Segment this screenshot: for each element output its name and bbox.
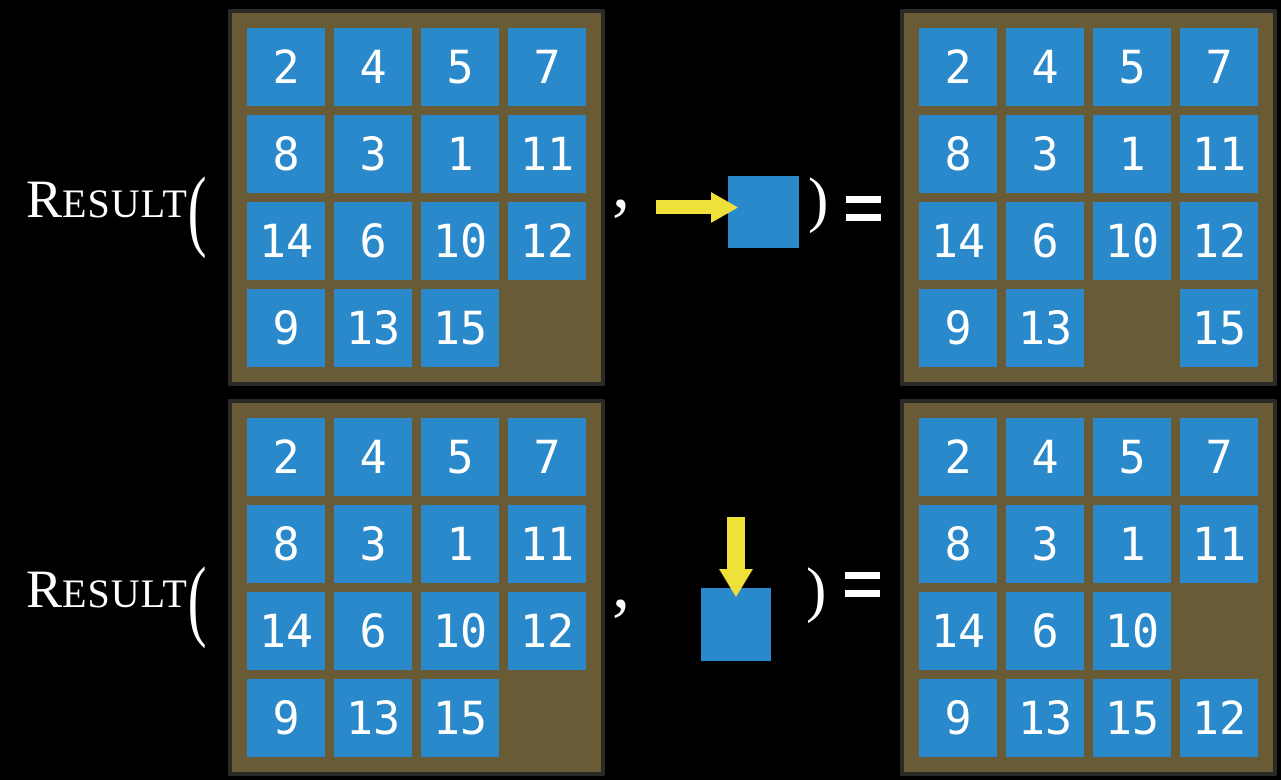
empty-cell: [508, 679, 586, 757]
action-blank-tile-bottom: [701, 588, 771, 661]
tile-3: 3: [1006, 115, 1084, 193]
equals-sign: =: [846, 196, 881, 221]
comma: ,: [612, 143, 630, 223]
tile-6: 6: [1006, 202, 1084, 280]
tile-13: 13: [334, 289, 412, 367]
tile-15: 15: [421, 679, 499, 757]
tile-13: 13: [1006, 289, 1084, 367]
tile-7: 7: [508, 418, 586, 496]
equals-bar: [845, 572, 880, 579]
result-function-label: RESULT(: [26, 165, 206, 255]
function-name-smallcaps: ESULT: [62, 181, 188, 226]
tile-9: 9: [919, 679, 997, 757]
equals-bar: [846, 214, 881, 221]
function-name-capital: R: [26, 169, 63, 229]
tile-14: 14: [247, 592, 325, 670]
comma: ,: [612, 543, 630, 623]
tile-13: 13: [1006, 679, 1084, 757]
tile-15: 15: [1180, 289, 1258, 367]
open-paren: (: [187, 550, 207, 650]
equals-sign: =: [845, 572, 880, 597]
tile-11: 11: [1180, 505, 1258, 583]
tile-3: 3: [334, 115, 412, 193]
tile-2: 2: [919, 28, 997, 106]
result-function-label: RESULT(: [26, 555, 206, 645]
tile-9: 9: [247, 679, 325, 757]
tile-12: 12: [1180, 679, 1258, 757]
tile-4: 4: [334, 418, 412, 496]
tile-1: 1: [421, 505, 499, 583]
close-paren: ): [808, 167, 829, 234]
action-blank-tile-top: [728, 176, 799, 248]
function-name-smallcaps: ESULT: [62, 571, 188, 616]
open-paren: (: [187, 160, 207, 260]
tile-10: 10: [1093, 592, 1171, 670]
tile-12: 12: [1180, 202, 1258, 280]
tile-7: 7: [508, 28, 586, 106]
tile-3: 3: [1006, 505, 1084, 583]
tile-14: 14: [919, 202, 997, 280]
tile-15: 15: [1093, 679, 1171, 757]
tile-12: 12: [508, 202, 586, 280]
tile-4: 4: [334, 28, 412, 106]
close-paren: ): [806, 557, 827, 624]
tile-4: 4: [1006, 418, 1084, 496]
tile-9: 9: [919, 289, 997, 367]
right-arrow-icon: [656, 192, 738, 223]
tile-3: 3: [334, 505, 412, 583]
tile-11: 11: [508, 115, 586, 193]
tile-8: 8: [919, 115, 997, 193]
tile-11: 11: [1180, 115, 1258, 193]
tile-10: 10: [1093, 202, 1171, 280]
tile-5: 5: [421, 418, 499, 496]
tile-5: 5: [1093, 418, 1171, 496]
tile-5: 5: [421, 28, 499, 106]
tile-11: 11: [508, 505, 586, 583]
tile-1: 1: [421, 115, 499, 193]
function-name-capital: R: [26, 559, 63, 619]
tile-7: 7: [1180, 418, 1258, 496]
tile-13: 13: [334, 679, 412, 757]
tile-8: 8: [247, 115, 325, 193]
down-arrow-icon: [719, 517, 753, 597]
tile-1: 1: [1093, 505, 1171, 583]
tile-6: 6: [334, 202, 412, 280]
tile-5: 5: [1093, 28, 1171, 106]
tile-2: 2: [247, 418, 325, 496]
tile-10: 10: [421, 592, 499, 670]
tile-12: 12: [508, 592, 586, 670]
tile-2: 2: [247, 28, 325, 106]
tile-1: 1: [1093, 115, 1171, 193]
tile-7: 7: [1180, 28, 1258, 106]
tile-6: 6: [1006, 592, 1084, 670]
tile-8: 8: [919, 505, 997, 583]
tile-8: 8: [247, 505, 325, 583]
tile-10: 10: [421, 202, 499, 280]
tile-9: 9: [247, 289, 325, 367]
empty-cell: [508, 289, 586, 367]
equals-bar: [846, 196, 881, 203]
tile-14: 14: [919, 592, 997, 670]
tile-6: 6: [334, 592, 412, 670]
tile-4: 4: [1006, 28, 1084, 106]
empty-cell: [1180, 592, 1258, 670]
tile-2: 2: [919, 418, 997, 496]
tile-15: 15: [421, 289, 499, 367]
tile-14: 14: [247, 202, 325, 280]
empty-cell: [1093, 289, 1171, 367]
equals-bar: [845, 590, 880, 597]
